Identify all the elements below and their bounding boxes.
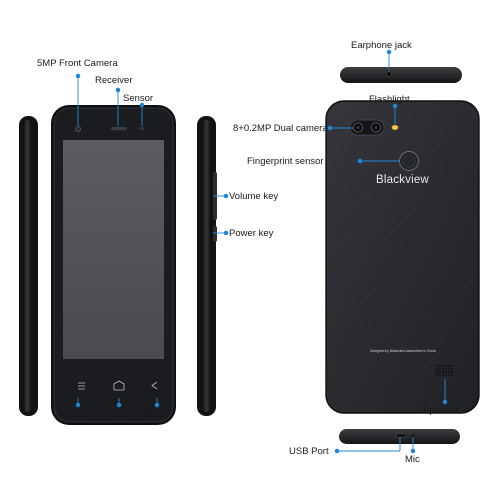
back-phone xyxy=(325,100,480,414)
front-phone xyxy=(51,105,176,425)
flashlight-led xyxy=(391,124,399,131)
menu-key-icon xyxy=(78,382,85,390)
top-edge-view xyxy=(340,67,462,83)
label-fingerprint-sensor: Fingerprint sensor xyxy=(247,156,324,167)
back-texture xyxy=(326,101,479,413)
label-dual-camera: 8+0.2MP Dual camera xyxy=(233,123,328,134)
label-back: Back xyxy=(146,409,168,420)
power-key-shape xyxy=(213,226,217,242)
bottom-edge-view xyxy=(339,429,460,444)
side-phone-left xyxy=(19,116,38,416)
top-edge-frame xyxy=(340,67,462,83)
front-screen xyxy=(63,140,164,359)
label-power-key: Power key xyxy=(229,228,274,239)
label-flashlight: Flashlight xyxy=(369,94,410,105)
label-receiver: Receiver xyxy=(95,75,133,86)
label-front-camera: 5MP Front Camera xyxy=(37,58,118,69)
label-earphone-jack: Earphone jack xyxy=(351,40,412,51)
right-side-highlight xyxy=(202,120,211,412)
label-menu: Menu xyxy=(64,409,88,420)
fingerprint-sensor-ring xyxy=(399,151,419,171)
camera-lens-secondary-glass xyxy=(374,125,378,130)
earphone-jack-hole xyxy=(386,71,392,77)
label-usb-port: USB Port xyxy=(289,446,329,457)
callouts xyxy=(75,49,448,454)
camera-lens-main-glass xyxy=(356,125,360,130)
front-camera-lens xyxy=(75,126,81,132)
side-phone-right xyxy=(197,116,217,416)
back-outline xyxy=(325,100,480,414)
mic-hole xyxy=(412,434,414,437)
label-mic: Mic xyxy=(405,454,420,465)
label-sensor: Sensor xyxy=(123,93,154,104)
speaker-grille xyxy=(436,365,453,376)
label-speaker: Speaker xyxy=(423,405,459,416)
left-side-highlight xyxy=(23,120,32,412)
receiver-slot xyxy=(111,127,127,131)
label-home: Home xyxy=(104,409,130,420)
sensor-window xyxy=(139,126,145,131)
home-key-icon xyxy=(113,380,125,391)
back-key-icon xyxy=(151,381,158,390)
label-volume-key: Volume key xyxy=(229,191,279,202)
usb-port-slot xyxy=(395,433,407,438)
brand-logo-text: Blackview xyxy=(376,174,429,186)
fingerprint-sensor-inner xyxy=(402,154,416,168)
back-assembly-text: Designed by Blackview Assembled in China xyxy=(370,349,436,353)
